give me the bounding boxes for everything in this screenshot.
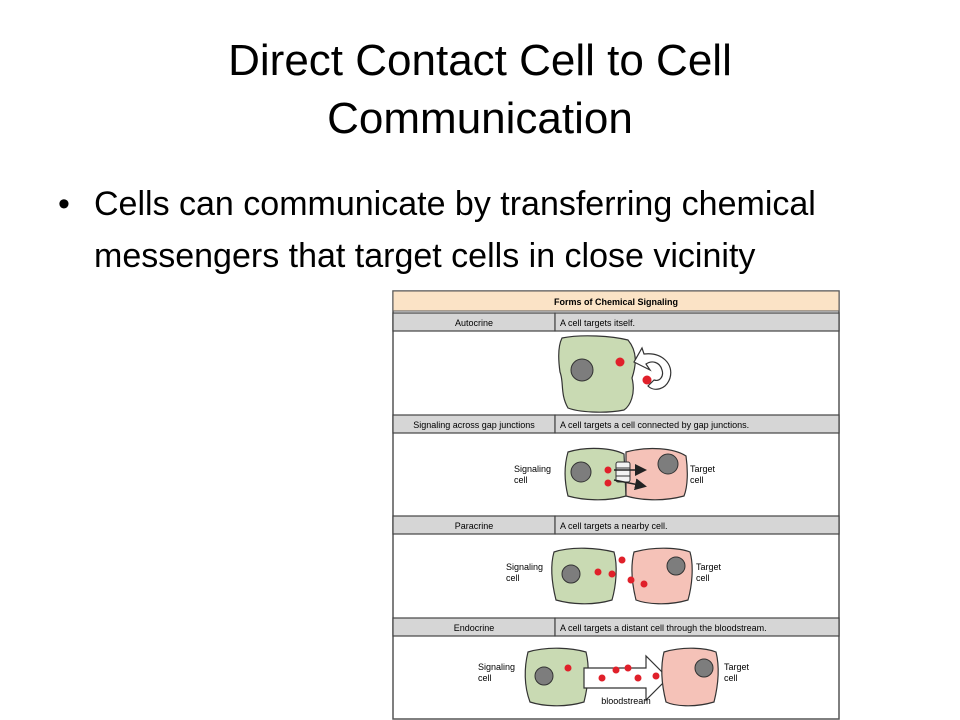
gap-target-label-2: cell [690,475,704,485]
bloodstream-arrow-icon [583,654,669,702]
gap-target-cell [625,447,688,501]
gap-signaling-label-2: cell [514,475,528,485]
slide-title: Direct Contact Cell to Cell Communicatio… [60,32,900,148]
autocrine-description: A cell targets itself. [560,318,635,328]
endocrine-name: Endocrine [454,623,495,633]
bullet-dot-icon: • [58,185,70,223]
autocrine-molecule-2 [642,375,652,385]
chemical-signaling-figure: Forms of Chemical Signaling Autocrine A … [392,290,840,720]
endocrine-target-label-1: Target [724,662,750,672]
figure-header [392,290,840,312]
endocrine-molecule-6 [652,672,660,680]
slide-title-line-2: Communication [327,94,633,143]
bullet-item: • Cells can communicate by transferring … [58,178,878,282]
autocrine-cell [558,335,636,413]
endocrine-desc-cell [554,617,840,637]
endocrine-molecule-2 [598,674,606,682]
paracrine-desc-cell [554,515,840,535]
autocrine-nucleus [570,358,594,382]
paracrine-description: A cell targets a nearby cell. [560,521,668,531]
gap-junction-icon [615,461,631,483]
figure-svg: Forms of Chemical Signaling Autocrine A … [392,290,840,720]
endocrine-signaling-cell [524,647,589,707]
gap-arrow-2 [613,478,647,491]
paracrine-name: Paracrine [455,521,494,531]
gap-molecule-1 [604,466,612,474]
endocrine-molecule-3 [612,666,620,674]
gap-description: A cell targets a cell connected by gap j… [560,420,749,430]
paracrine-target-nucleus [666,556,686,576]
endocrine-molecule-1 [564,664,572,672]
paracrine-molecule-5 [640,580,648,588]
slide-title-line-1: Direct Contact Cell to Cell [228,36,732,85]
gap-signaling-nucleus [570,461,592,483]
paracrine-signaling-label-1: Signaling [506,562,543,572]
autocrine-return-arrow-icon [633,346,672,390]
gap-signaling-cell [564,447,627,501]
paracrine-target-label-1: Target [696,562,722,572]
endocrine-signaling-label-1: Signaling [478,662,515,672]
autocrine-molecule-1 [615,357,625,367]
paracrine-target-label-2: cell [696,573,710,583]
autocrine-name: Autocrine [455,318,493,328]
gap-target-label-1: Target [690,464,716,474]
paracrine-molecule-2 [608,570,616,578]
endocrine-description: A cell targets a distant cell through th… [560,623,767,633]
bullet-list: • Cells can communicate by transferring … [58,178,878,282]
endocrine-target-nucleus [694,658,714,678]
endocrine-signaling-label-2: cell [478,673,492,683]
paracrine-molecule-1 [594,568,602,576]
endocrine-signaling-nucleus [534,666,554,686]
gap-name: Signaling across gap junctions [413,420,535,430]
paracrine-molecule-3 [618,556,626,564]
endocrine-molecule-4 [624,664,632,672]
gap-desc-cell [554,414,840,434]
endocrine-target-label-2: cell [724,673,738,683]
gap-molecule-2 [604,479,612,487]
endocrine-molecule-5 [634,674,642,682]
autocrine-desc-cell [554,312,840,332]
paracrine-signaling-label-2: cell [506,573,520,583]
bullet-text: Cells can communicate by transferring ch… [94,185,816,275]
paracrine-target-cell [631,547,693,605]
gap-target-nucleus [657,453,679,475]
gap-signaling-label-1: Signaling [514,464,551,474]
paracrine-signaling-nucleus [561,564,581,584]
paracrine-signaling-cell [551,547,617,605]
paracrine-molecule-4 [627,576,635,584]
bloodstream-label: bloodstream [601,696,651,706]
endocrine-target-cell [661,647,719,707]
figure-title: Forms of Chemical Signaling [554,297,678,307]
